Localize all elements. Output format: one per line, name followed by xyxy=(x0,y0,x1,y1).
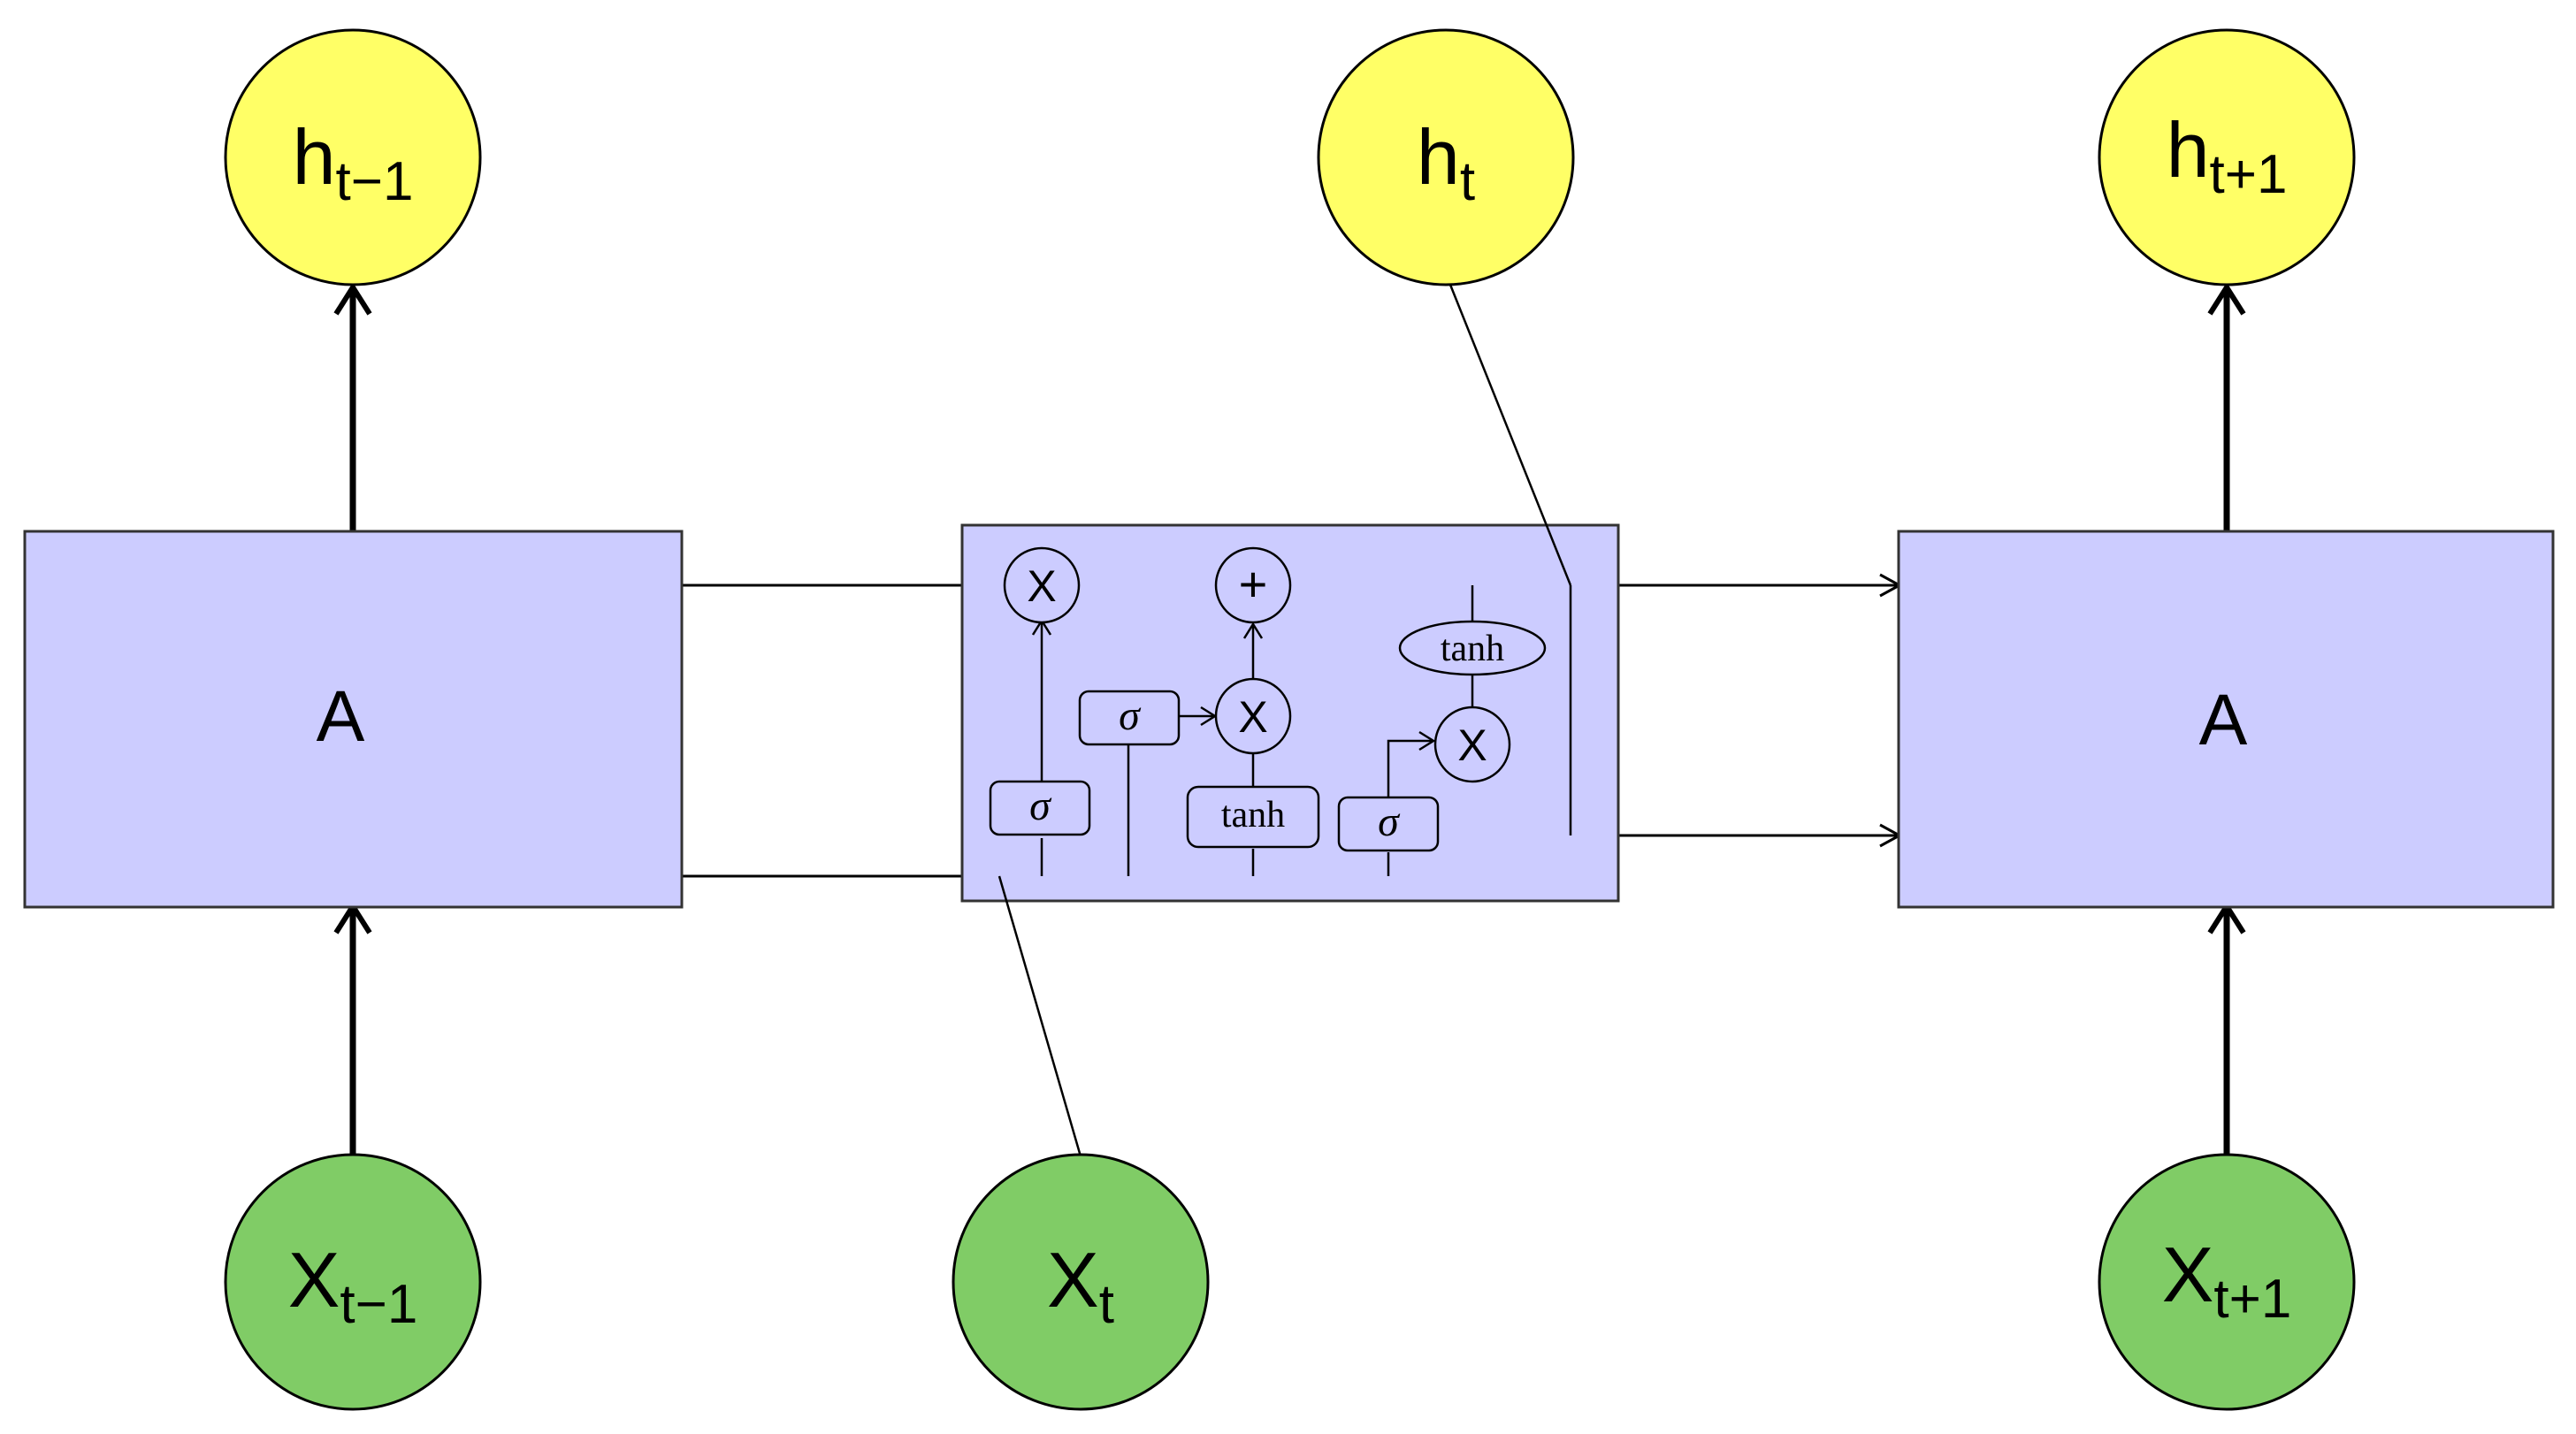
output-multiply-symbol: X xyxy=(1457,721,1487,770)
output-gate-sigma: σ xyxy=(1337,796,1440,852)
input-sigma-symbol: σ xyxy=(1119,692,1142,739)
leader-ht xyxy=(1449,284,1572,586)
arrows-right-column xyxy=(2207,282,2246,1156)
input-gate-sigma: σ xyxy=(1078,690,1181,746)
input-subscript: t+1 xyxy=(2213,1269,2291,1330)
output-node-h-t-plus-1: ht+1 xyxy=(2098,28,2356,286)
input-label: X xyxy=(2162,1231,2214,1318)
add-symbol: + xyxy=(1239,556,1268,612)
svg-text:ht−1: ht−1 xyxy=(293,113,414,212)
input-node-x-t: Xt xyxy=(952,1153,1210,1411)
lstm-cell: X + X X σ σ σ xyxy=(960,523,1620,903)
block-right-label: A xyxy=(2199,680,2248,760)
output-label: h xyxy=(2167,106,2210,194)
forget-multiply-symbol: X xyxy=(1027,561,1056,611)
block-left-label: A xyxy=(317,676,365,757)
svg-text:Xt: Xt xyxy=(1047,1236,1114,1335)
input-multiply-symbol: X xyxy=(1238,692,1267,742)
input-subscript: t xyxy=(1099,1274,1114,1335)
input-gate-multiply: X xyxy=(1214,677,1292,755)
arrowhead-left-output xyxy=(333,282,372,316)
input-label: X xyxy=(288,1236,340,1323)
output-subscript: t xyxy=(1460,151,1475,212)
candidate-tanh-label: tanh xyxy=(1221,795,1285,835)
block-left-rect xyxy=(23,530,684,909)
block-right-rect xyxy=(1897,530,2555,909)
output-label: h xyxy=(1417,113,1460,201)
input-subscript: t−1 xyxy=(340,1274,417,1335)
forget-gate-multiply: X xyxy=(1003,546,1081,624)
output-subscript: t+1 xyxy=(2210,144,2288,205)
cell-state-add: + xyxy=(1214,546,1292,624)
output-node-h-t: ht xyxy=(1317,28,1575,286)
forget-sigma-symbol: σ xyxy=(1029,782,1052,829)
output-label: h xyxy=(293,113,336,201)
block-left: A xyxy=(23,530,684,909)
arrows-left-column xyxy=(333,282,372,1156)
input-node-x-t-minus-1: Xt−1 xyxy=(224,1153,482,1411)
output-gate-multiply: X xyxy=(1433,706,1511,783)
input-node-x-t-plus-1: Xt+1 xyxy=(2098,1153,2356,1411)
block-right: A xyxy=(1897,530,2555,909)
svg-text:ht: ht xyxy=(1417,113,1475,212)
output-sigma-symbol: σ xyxy=(1378,798,1401,845)
output-tanh-label: tanh xyxy=(1441,629,1504,669)
input-label: X xyxy=(1047,1236,1099,1323)
svg-text:Xt+1: Xt+1 xyxy=(2162,1231,2292,1330)
output-node-h-t-minus-1: ht−1 xyxy=(224,28,482,286)
output-tanh: tanh xyxy=(1398,620,1547,676)
leader-xt xyxy=(998,875,1082,1157)
svg-text:Xt−1: Xt−1 xyxy=(288,1236,418,1335)
forget-gate-sigma: σ xyxy=(989,780,1091,836)
svg-text:ht+1: ht+1 xyxy=(2167,106,2288,205)
candidate-tanh: tanh xyxy=(1186,785,1320,849)
output-subscript: t−1 xyxy=(336,151,414,212)
arrowhead-right-output xyxy=(2207,282,2246,316)
